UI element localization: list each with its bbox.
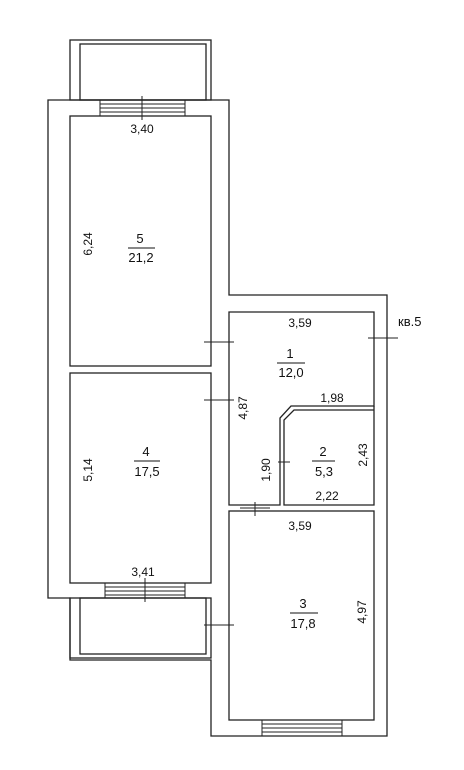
window-top — [99, 96, 186, 120]
room-3-number: 3 — [299, 596, 306, 611]
dim-room5-width: 3,40 — [130, 122, 154, 136]
dim-room2-bottom: 2,22 — [315, 489, 339, 503]
dim-room2-left: 1,90 — [259, 458, 273, 482]
room-2-number: 2 — [319, 444, 326, 459]
window-room4 — [104, 578, 186, 602]
dim-room1-length: 4,87 — [236, 396, 250, 420]
dim-room4-length: 5,14 — [81, 458, 95, 482]
room-1-area: 12,0 — [278, 365, 303, 380]
balcony-top-inner — [79, 43, 207, 101]
room-2-area: 5,3 — [315, 464, 333, 479]
room-1-outline — [228, 311, 375, 506]
balcony-bottom-inner — [79, 597, 207, 655]
room-3-area: 17,8 — [290, 616, 315, 631]
dim-room1-width: 3,59 — [288, 316, 312, 330]
dim-room4-width: 3,41 — [131, 565, 155, 579]
room-4-number: 4 — [142, 444, 149, 459]
dim-room3-length: 4,97 — [355, 600, 369, 624]
balcony-bottom — [69, 597, 212, 659]
dim-room3-width: 3,59 — [288, 519, 312, 533]
outer-wall — [47, 99, 388, 737]
room-4-area: 17,5 — [134, 464, 159, 479]
room-5-area: 21,2 — [128, 250, 153, 265]
window-room3 — [261, 719, 343, 737]
unit-label: кв.5 — [398, 314, 421, 329]
room-1-number: 1 — [286, 346, 293, 361]
room-5-number: 5 — [136, 231, 143, 246]
dim-room2-top: 1,98 — [320, 391, 344, 405]
door-marks — [204, 318, 398, 626]
dim-room5-length: 6,24 — [81, 232, 95, 256]
balcony-top — [69, 39, 212, 101]
dim-room2-right: 2,43 — [356, 443, 370, 467]
